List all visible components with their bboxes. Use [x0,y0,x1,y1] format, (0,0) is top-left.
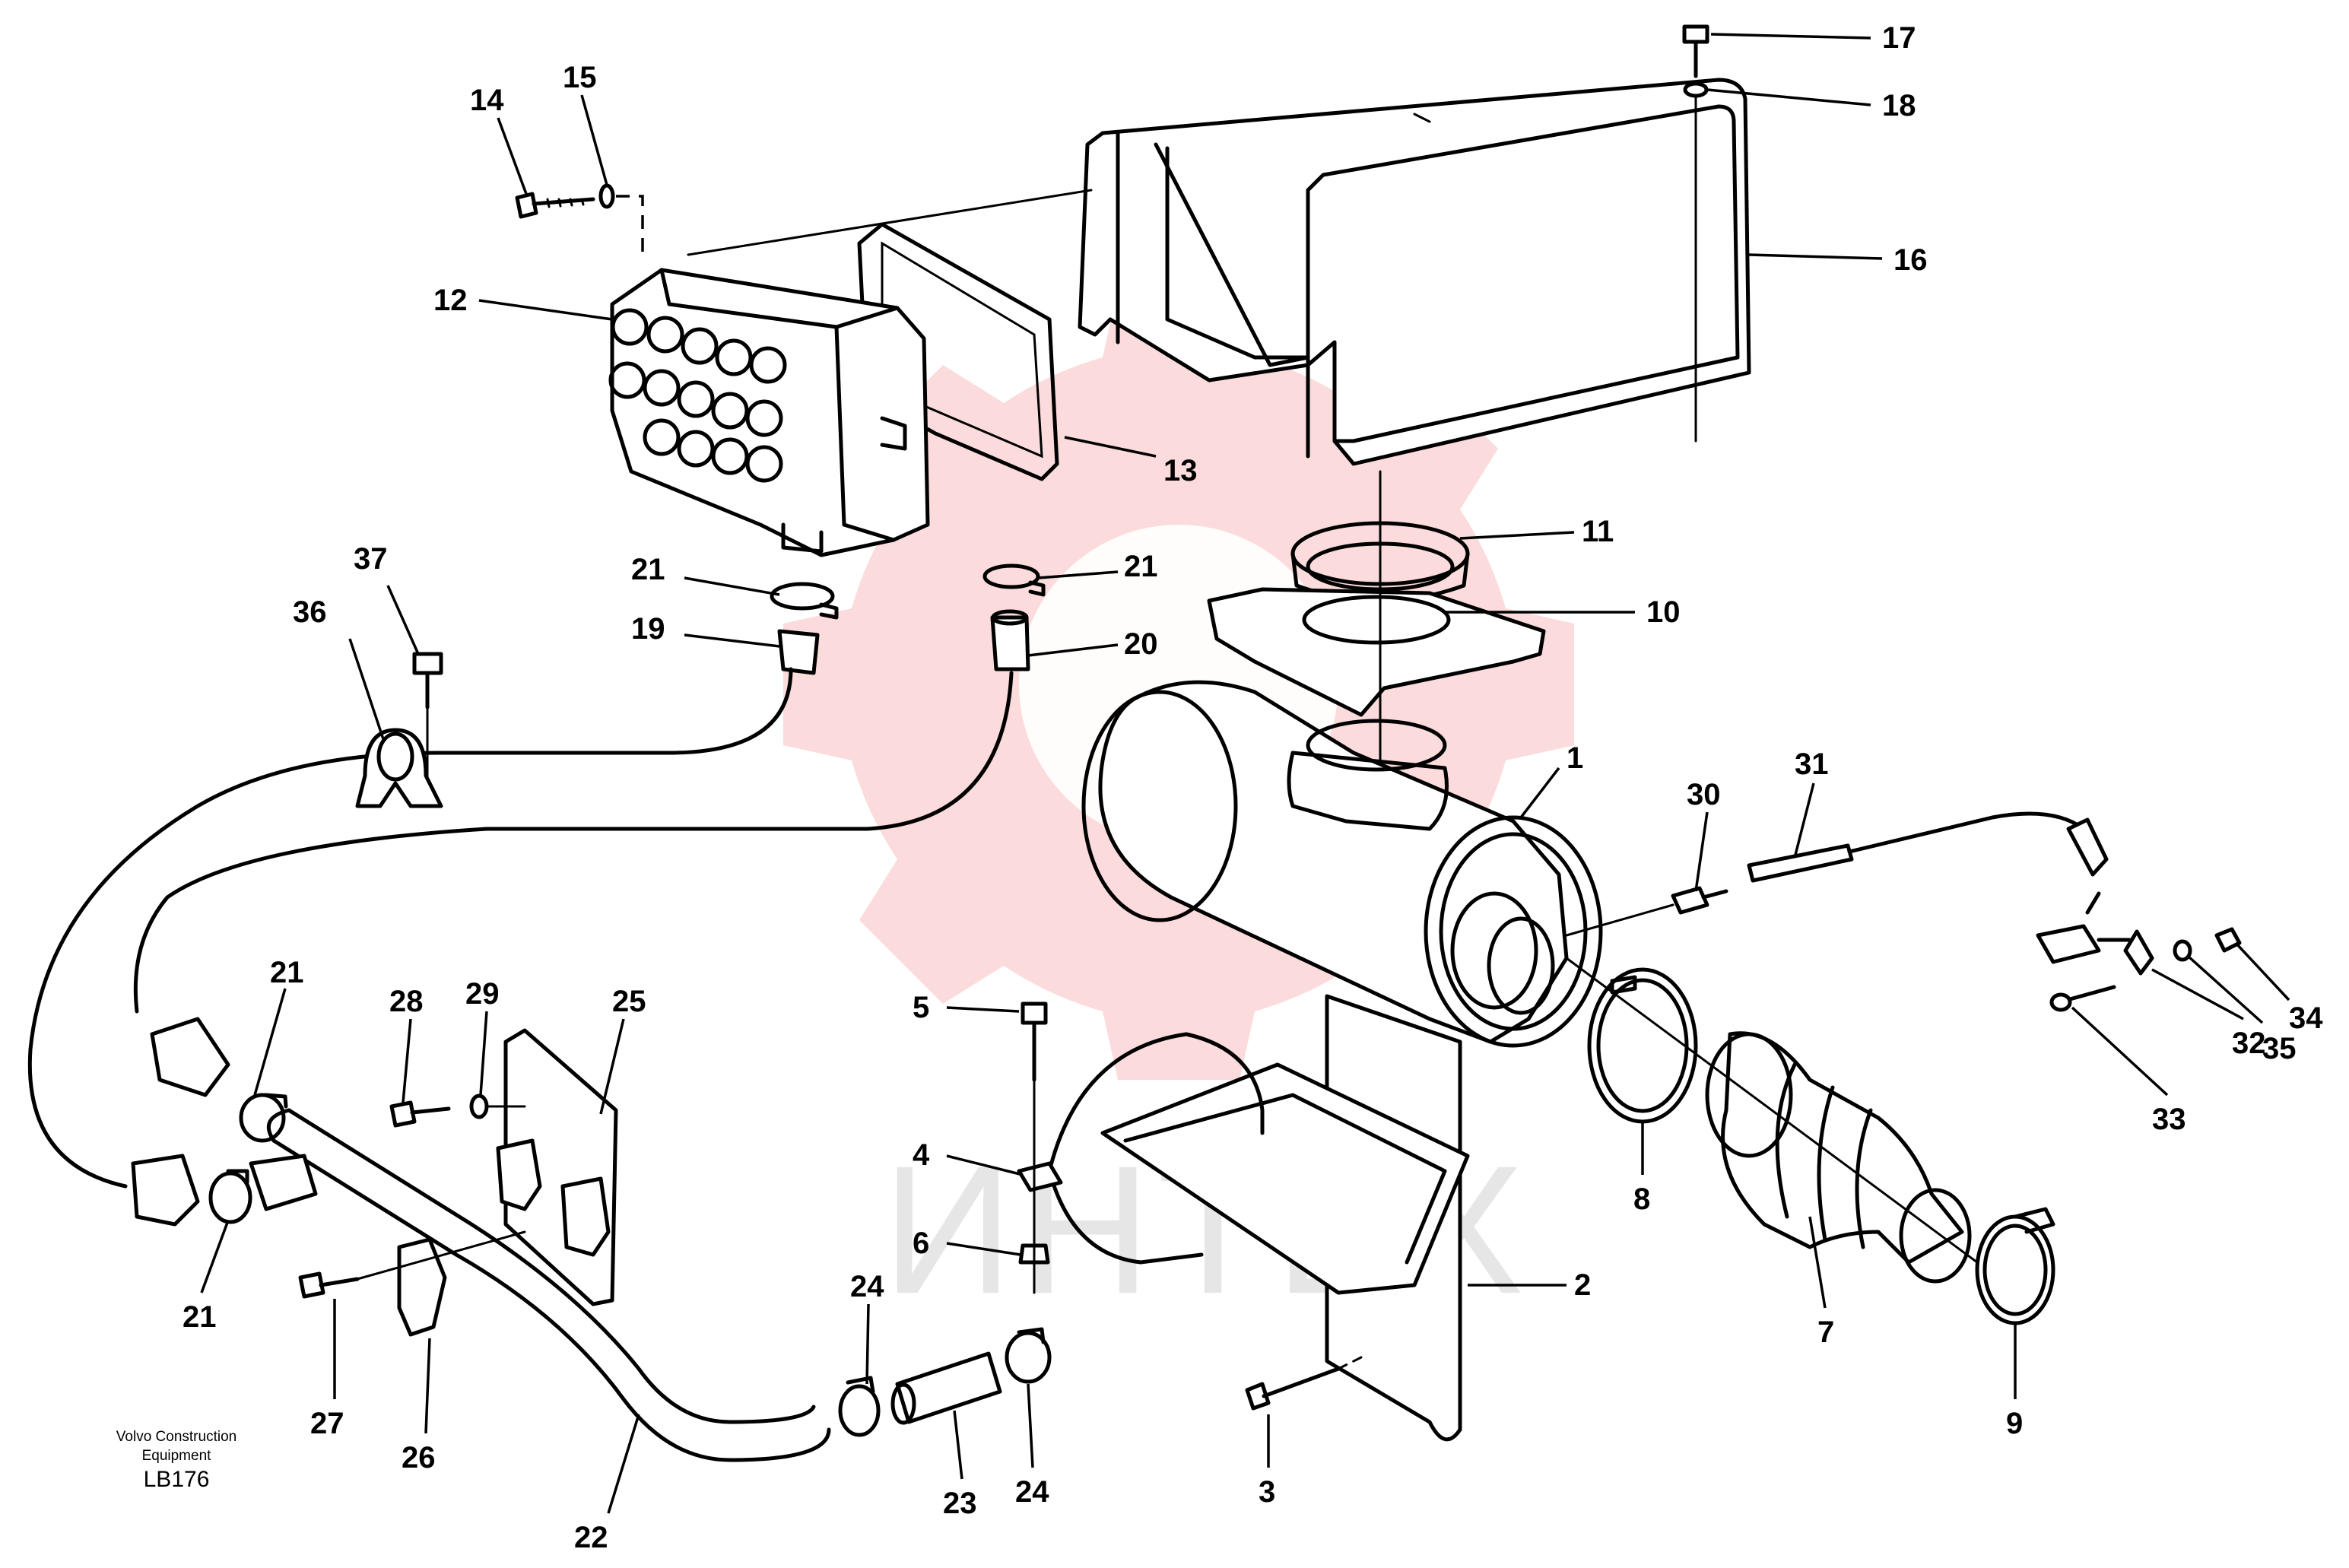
part-3-bolt [1245,1366,1341,1411]
part-4-strap [1017,1032,1265,1265]
credit-code: LB176 [144,1467,210,1492]
callout-37: 37 [354,542,388,576]
callout-18: 18 [1882,89,1916,122]
callout-28: 28 [389,985,424,1018]
part-21-clamp-top-right [982,563,1046,597]
hose-elbow-upper [150,1017,230,1097]
callout-4: 4 [913,1138,930,1172]
part-32-sensor [2036,891,2154,976]
part-37-bolt [412,652,443,709]
outlet-axis-line [1565,957,1979,1264]
callout-23: 23 [943,1487,977,1520]
callout-21-top-left: 21 [631,553,665,586]
credit-company-line1: Volvo Construction [116,1429,236,1445]
leader-lines [200,33,2290,1514]
callout-16: 16 [1893,243,1928,277]
part-12-filter-module [608,268,930,557]
credit-company-line2: Equipment [142,1448,212,1464]
callout-7: 7 [1817,1316,1834,1349]
part-2-bracket-plate [1100,994,1470,1442]
callout-21-top-right: 21 [1124,550,1158,583]
callout-25: 25 [612,985,646,1018]
callout-35: 35 [2262,1032,2297,1065]
part-22-pipe [249,1108,831,1462]
callout-32: 32 [2232,1027,2266,1060]
bolt3-dash [1337,1356,1363,1370]
callout-29: 29 [465,977,500,1011]
bolt-dash-path [616,195,644,259]
part-16-cover [1078,78,1751,466]
callout-19: 19 [631,612,665,646]
callout-1: 1 [1567,741,1583,775]
callout-14: 14 [470,84,504,117]
callout-3: 3 [1259,1475,1275,1509]
part-19-hose [777,629,820,675]
callout-9: 9 [2006,1407,2023,1440]
sensor-line-lower [1565,903,1674,937]
bolt27-axis [356,1230,526,1281]
callout-6: 6 [913,1227,929,1260]
filter-plugs [608,308,787,483]
part-18-washer [1683,81,1709,98]
part-20-hose [990,609,1030,671]
part-35-washer [2173,939,2192,962]
hose-elbow-lower [131,1154,200,1227]
callout-20: 20 [1124,627,1158,661]
callout-8: 8 [1633,1182,1650,1216]
callout-24-left: 24 [850,1270,884,1303]
part-23-hose [890,1351,1002,1425]
part-5-bolt [1021,1001,1048,1082]
part-33-screw [2049,985,2116,1012]
part-21-clamp-left-lower [208,1169,252,1224]
callout-34: 34 [2289,1001,2323,1035]
callout-30: 30 [1687,778,1721,811]
part-17-bolt [1682,24,1709,78]
callout-24-right: 24 [1015,1475,1049,1509]
part-8-clamp [1587,967,1698,1124]
part-25-mounting-plate [496,1028,618,1306]
part-14-bolt [515,192,595,219]
part-1-air-cleaner [1081,680,1603,1048]
part-10-bracket [1207,587,1546,717]
part-28-bolt [389,1100,451,1128]
callout-5: 5 [913,991,929,1024]
part-21-clamp-left-upper [239,1093,288,1143]
part-7-bellows-hose [1705,1031,1972,1284]
callout-21-left-lower: 21 [183,1300,217,1334]
part-27-bolt [298,1271,360,1299]
callout-13: 13 [1163,454,1198,487]
part-15-washer [598,183,615,209]
callout-22: 22 [574,1521,608,1554]
callout-11: 11 [1582,515,1614,548]
part-24-clamp-right [1005,1327,1052,1384]
callout-31: 31 [1795,747,1829,781]
callout-10: 10 [1646,595,1681,629]
callout-15: 15 [563,61,597,94]
part-24-clamp-left [838,1376,881,1437]
part-30-fitting [1671,886,1728,915]
module-to-cover-line [687,189,1093,256]
hose-routing [27,667,1014,1189]
callout-17: 17 [1882,21,1916,55]
credit-block: Volvo Construction Equipment LB176 [116,1429,236,1492]
part-9-clamp [1975,1207,2055,1325]
callout-21-left-upper: 21 [270,956,304,989]
part-31-tube [1747,811,2109,883]
callout-12: 12 [433,284,468,317]
callout-2: 2 [1574,1268,1591,1302]
callout-27: 27 [310,1407,344,1440]
part-21-clamp-top-left [770,582,839,620]
callout-labels: 1 2 3 4 5 6 7 8 9 10 11 12 13 14 15 16 1… [183,21,2323,1554]
part-26-clamp-half [397,1237,447,1337]
callout-36: 36 [293,595,327,629]
part-34-nut [2214,927,2242,953]
callout-33: 33 [2152,1103,2186,1136]
part-36-clip [355,728,443,808]
callout-26: 26 [402,1441,436,1474]
part-29-washer [469,1093,489,1119]
